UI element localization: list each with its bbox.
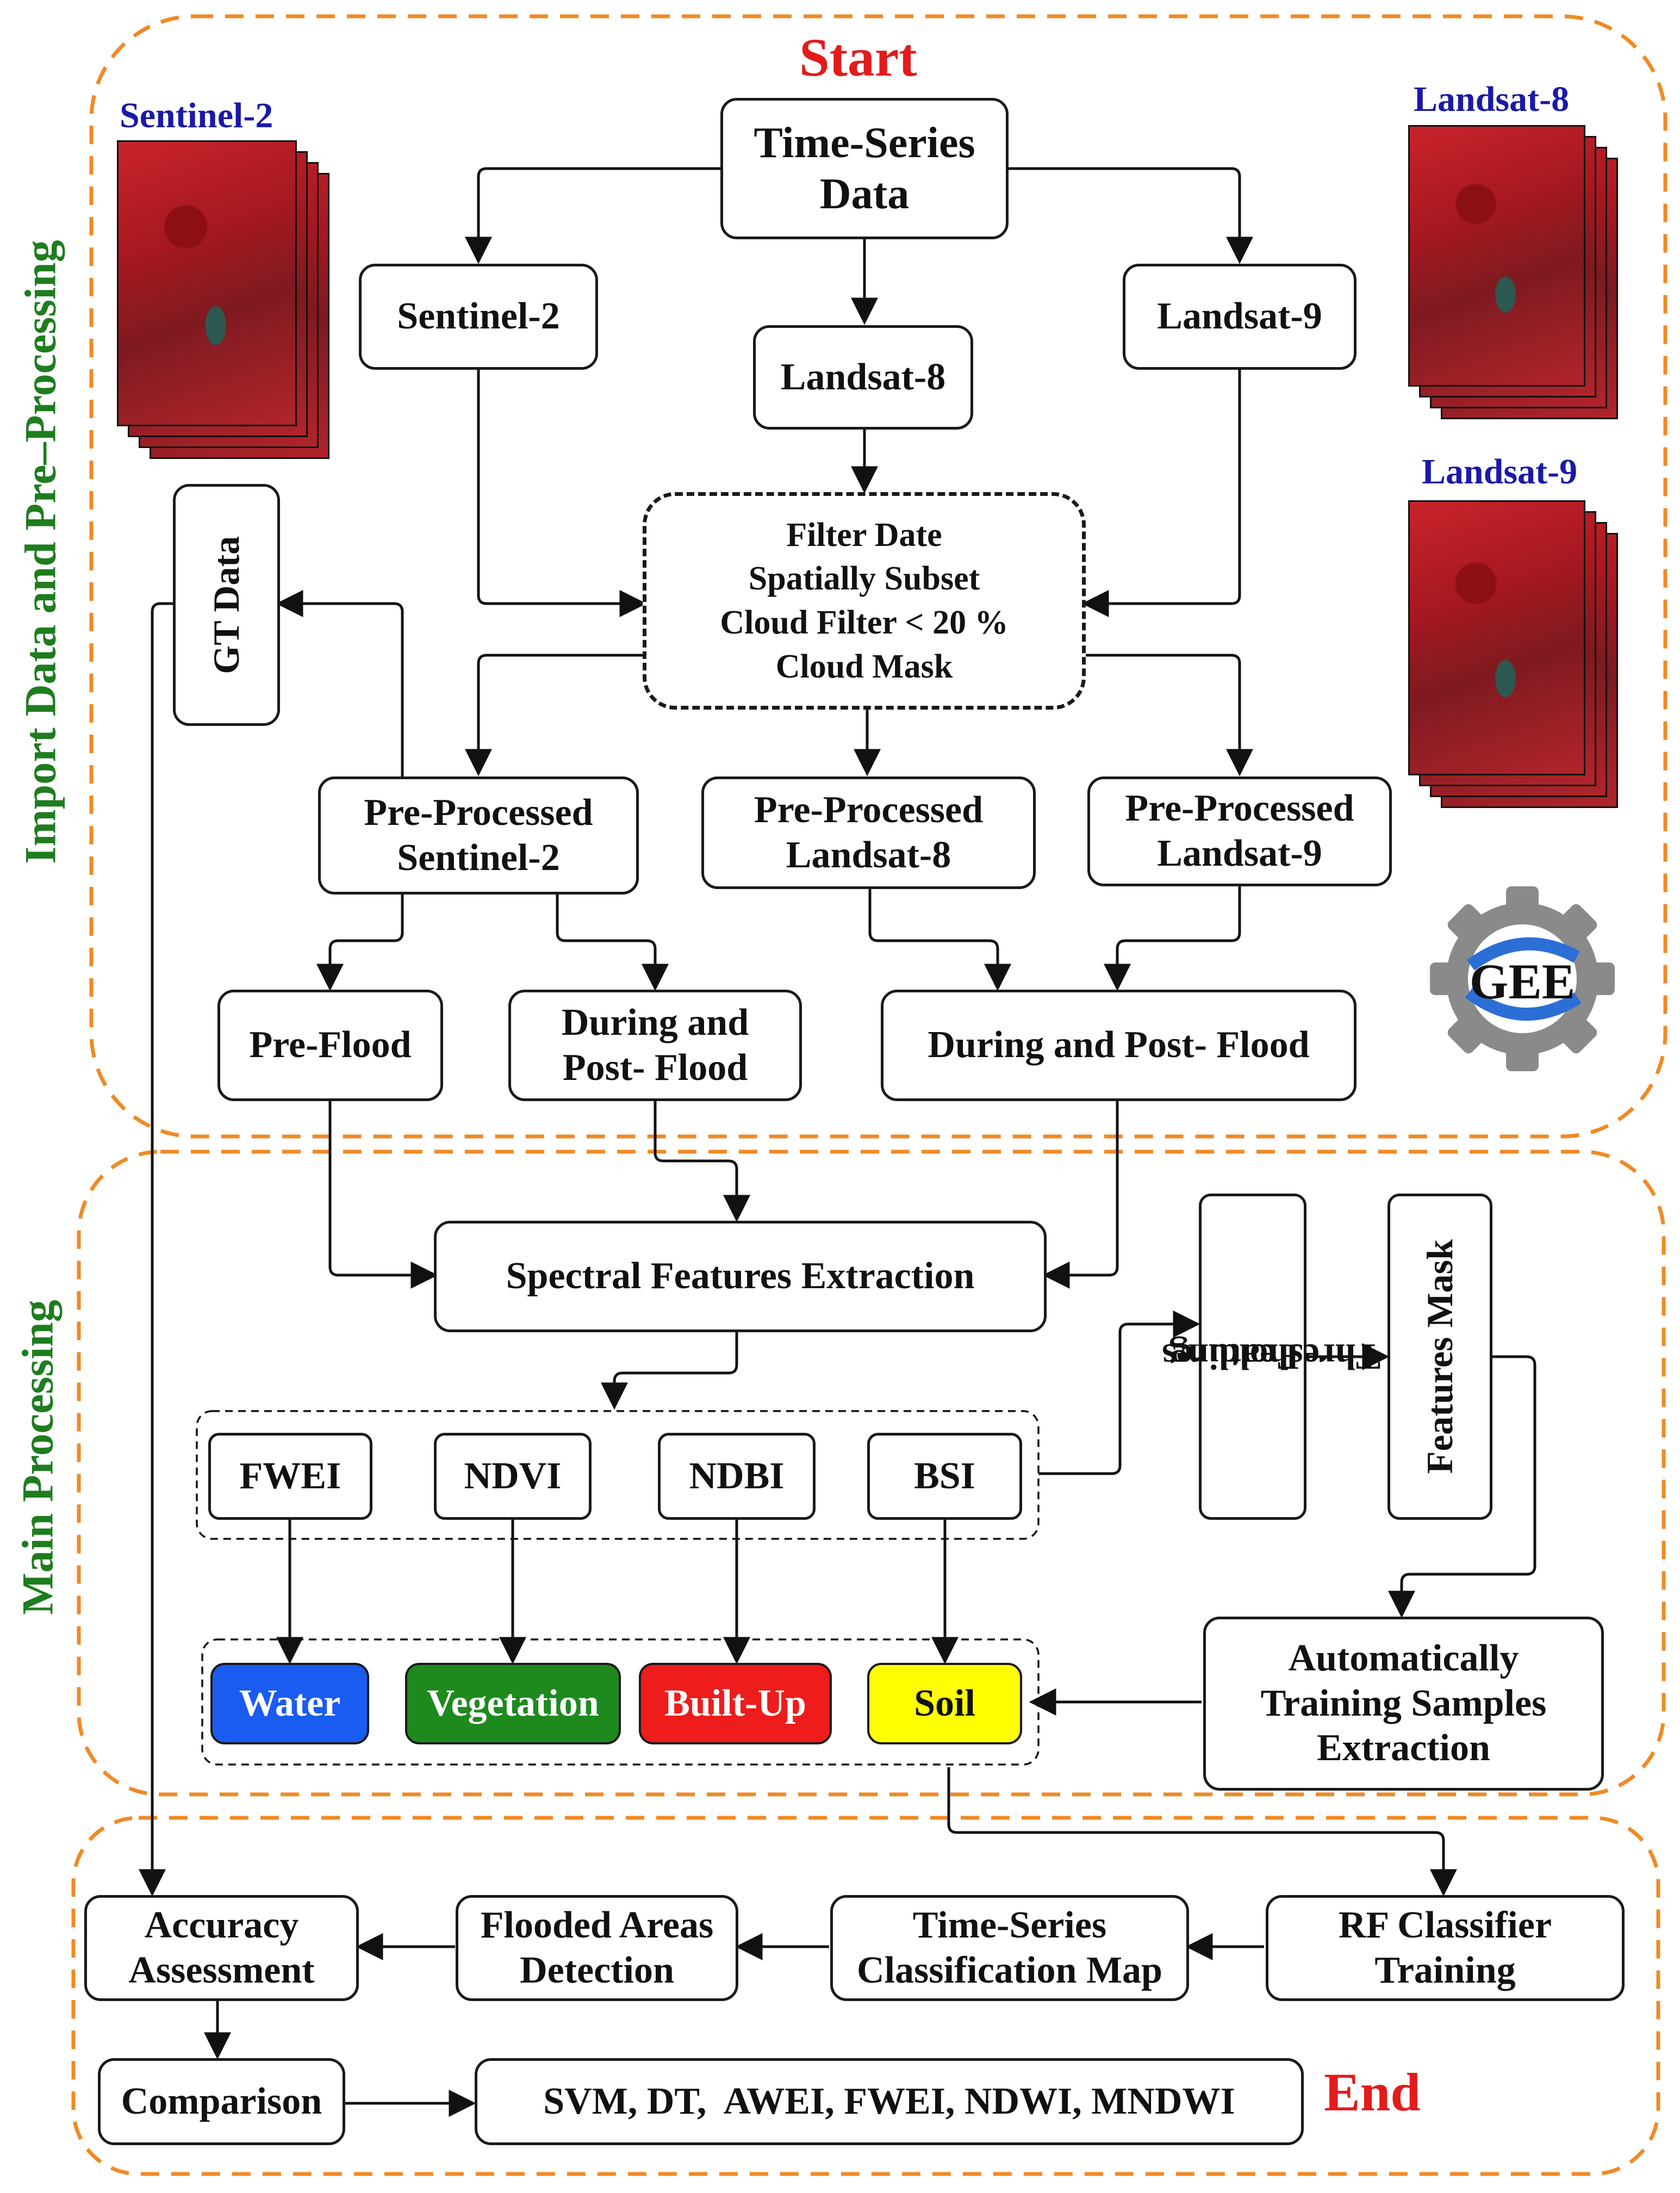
arrow-pres2-gtdata [276,590,404,780]
section-main-label: Main Processing [13,1300,63,1615]
arrow-landsat9-filter [1081,370,1241,617]
node-comparison: Comparison [98,2058,345,2145]
landsat9-image-stack [1408,500,1623,810]
arrow-tsd-landsat9 [1009,167,1253,264]
arrow-duringl-spectral [1042,1101,1119,1289]
landsat8-image-label: Landsat-8 [1414,79,1570,119]
class-built-up: Built-Up [639,1663,832,1744]
node-index-fwei: FWEI [208,1433,372,1520]
arrow-preflood-spectral [328,1101,438,1289]
class-water: Water [210,1663,369,1744]
section-main-border [77,1150,1666,1797]
arrow-pres2-preflood [316,894,404,991]
end-label: End [1324,2062,1421,2122]
arrow-prel9-during [1104,886,1241,991]
node-features-mask: Features Mask [1387,1194,1492,1520]
start-label: Start [799,27,917,88]
node-gt-data: GT Data [173,484,280,726]
sentinel2-image-stack [117,140,332,459]
section-import-border [89,14,1667,1139]
node-landsat8: Landsat-8 [753,325,973,430]
indices-group-box [196,1410,1040,1540]
node-index-ndbi: NDBI [658,1433,816,1520]
node-comparison-methods: SVM, DT, AWEI, FWEI, NDWI, MNDWI [475,2058,1304,2145]
gee-logo-text: GEE [1469,954,1576,1009]
gee-logo: GEE [1419,875,1626,1082]
arrow-prel8-during [868,889,1011,991]
arrow-pres2-during [556,894,669,991]
gear-icon [1430,886,1615,1071]
classes-group-box [201,1638,1040,1766]
arrow-filter-prel9 [1086,654,1253,776]
section-import-label: Import Data and Pre–Processing [16,240,66,864]
node-pre-flood: Pre-Flood [217,990,443,1101]
node-spectral-features-extraction: Spectral Features Extraction [434,1221,1047,1332]
arrow-sentinel2-filter [477,370,647,617]
node-index-ndvi: NDVI [434,1433,592,1520]
class-soil: Soil [867,1663,1022,1744]
node-index-bsi: BSI [867,1433,1022,1520]
node-during-post-flood-landsat: During and Post- Flood [881,990,1357,1101]
arrow-gtdata-accuracy [139,602,173,1897]
arrow-spectral-indices [601,1332,738,1410]
arrow-indices-thresholding [1038,1310,1200,1475]
landsat8-image-stack [1408,125,1623,421]
arrow-filter-pres2 [465,654,643,776]
class-vegetation: Vegetation [405,1663,621,1744]
arrow-classes-rf [947,1767,1457,1897]
arrow-mask-training [1388,1355,1536,1618]
arrow-during-spectral [654,1101,750,1222]
arrow-tsd-sentinel2 [465,167,720,264]
sentinel2-image-label: Sentinel-2 [120,96,273,135]
landsat9-image-label: Landsat-9 [1422,452,1578,492]
node-landsat9: Landsat-9 [1123,264,1357,370]
node-sentinel2: Sentinel-2 [359,264,598,370]
